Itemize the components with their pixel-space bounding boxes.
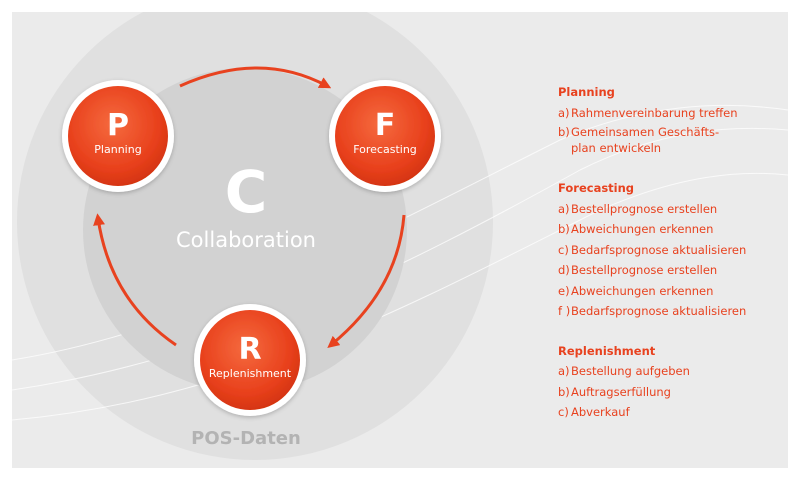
- diagram-panel: C Collaboration POS-Daten P Planning F F…: [12, 12, 788, 468]
- step-item: a)Rahmenvereinbarung treffen: [558, 103, 788, 124]
- pos-daten-label: POS-Daten: [191, 428, 301, 449]
- step-item: b)Gemeinsamen Geschäfts-plan entwickeln: [558, 123, 788, 159]
- step-item: a)Bestellung aufgeben: [558, 361, 788, 382]
- step-marker: c): [558, 405, 569, 419]
- step-text: Bestellung aufgeben: [571, 364, 690, 378]
- step-text: Bestellprognose erstellen: [571, 263, 718, 277]
- forecasting-node: [329, 80, 441, 192]
- section-title: Replenishment: [558, 343, 656, 358]
- step-text: Bestellprognose erstellen: [571, 201, 718, 216]
- step-text: Abweichungen erkennen: [571, 222, 714, 236]
- step-marker: d): [558, 263, 570, 277]
- forecasting-node-letter: F: [375, 108, 396, 143]
- step-item: c)Bedarfsprognose aktualisieren: [558, 240, 788, 261]
- step-marker: b): [558, 384, 570, 399]
- step-text: Gemeinsamen Geschäfts-plan entwickeln: [571, 125, 720, 155]
- planning-node: [62, 80, 174, 192]
- planning-node-label: Planning: [94, 143, 141, 156]
- step-marker: a): [558, 364, 570, 378]
- step-text: Abweichungen erkennen: [571, 283, 714, 298]
- arrow-planning-to-forecasting: [179, 66, 332, 89]
- step-text: Auftragserfüllung: [571, 384, 671, 399]
- replenishment-node-label: Replenishment: [209, 367, 292, 380]
- step-marker: b): [558, 222, 570, 236]
- step-item: a)Bestellprognose erstellen: [558, 199, 788, 220]
- step-item: f )Bedarfsprognose aktualisieren: [558, 301, 788, 322]
- step-text: Bedarfsprognose aktualisieren: [571, 304, 747, 318]
- arrow-forecasting-to-replenishment: [327, 214, 406, 349]
- step-marker: a): [558, 201, 570, 216]
- arrow-replenishment-to-planning: [93, 213, 177, 347]
- section-title: Forecasting: [558, 181, 635, 195]
- step-marker: f ): [558, 304, 571, 318]
- step-marker: b): [558, 125, 570, 139]
- step-item: d)Bestellprognose erstellen: [558, 260, 788, 281]
- replenishment-node: [194, 304, 306, 416]
- step-item: e)Abweichungen erkennen: [558, 281, 788, 302]
- step-marker: e): [558, 283, 570, 298]
- step-item: b)Abweichungen erkennen: [558, 219, 788, 240]
- step-text: Rahmenvereinbarung treffen: [571, 105, 738, 120]
- center-label: Collaboration: [176, 228, 316, 252]
- step-item: b)Auftragserfüllung: [558, 382, 788, 403]
- planning-node-letter: P: [107, 108, 129, 143]
- forecasting-node-label: Forecasting: [353, 143, 417, 156]
- step-text: Bedarfsprognose aktualisieren: [571, 242, 747, 257]
- step-text: Abverkauf: [571, 405, 630, 419]
- step-marker: c): [558, 242, 569, 257]
- step-item: c)Abverkauf: [558, 402, 788, 423]
- section-title: Planning: [558, 85, 615, 99]
- pdca-cycle-diagram: C Collaboration POS-Daten P Planning F F…: [12, 12, 788, 460]
- center-letter: C: [225, 158, 268, 226]
- replenishment-node-letter: R: [238, 332, 261, 367]
- step-marker: a): [558, 105, 570, 120]
